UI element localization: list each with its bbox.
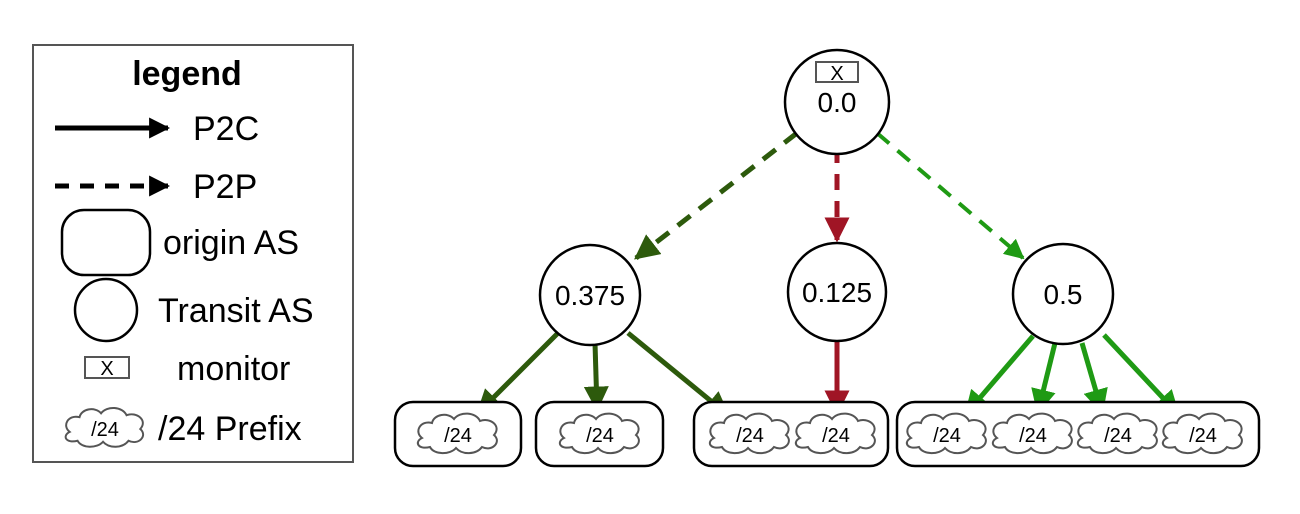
origin-as-sample — [60, 208, 152, 277]
legend-prefix-label: /24 Prefix — [158, 410, 302, 448]
edge-root-left-p2p — [634, 131, 799, 260]
prefix-cloud-3: /24 — [708, 412, 790, 455]
prefix-label-5: /24 — [933, 425, 961, 447]
legend-p2c-label: P2C — [193, 110, 259, 148]
prefix-cloud-4: /24 — [794, 412, 876, 455]
prefix-cloud-5: /24 — [905, 412, 987, 455]
legend-monitor-symbol: X — [100, 358, 113, 380]
transit-as-sample — [73, 277, 139, 343]
prefix-cloud-2: /24 — [558, 412, 640, 455]
prefix-cloud-6: /24 — [991, 412, 1073, 455]
edge-root-right-p2p — [875, 131, 1025, 260]
legend-title: legend — [132, 55, 242, 93]
root-monitor-icon — [815, 61, 859, 83]
prefix-cloud-7: /24 — [1076, 412, 1158, 455]
node-left: 0.375 — [538, 243, 642, 347]
node-right: 0.5 — [1011, 242, 1115, 346]
legend-origin-as-label: origin AS — [163, 224, 299, 262]
edge-left-prefix1 — [476, 331, 560, 415]
prefix-cloud-8: /24 — [1161, 412, 1243, 455]
prefix-label-1: /24 — [444, 425, 472, 447]
root-monitor-symbol: X — [830, 63, 843, 85]
node-right-label: 0.5 — [1044, 279, 1083, 310]
prefix-label-4: /24 — [822, 425, 850, 447]
node-middle-label: 0.125 — [802, 277, 872, 308]
node-root-label: 0.0 — [818, 87, 857, 118]
node-middle: 0.125 — [786, 241, 888, 343]
prefix-label-8: /24 — [1189, 425, 1217, 447]
edge-left-prefix2 — [583, 342, 609, 412]
legend-transit-as-label: Transit AS — [158, 292, 314, 330]
edge-right-prefix3 — [1079, 342, 1108, 415]
node-left-label: 0.375 — [555, 280, 625, 311]
prefix-label-6: /24 — [1019, 425, 1047, 447]
legend-p2p-label: P2P — [193, 168, 257, 206]
node-root: X 0.0 — [783, 48, 891, 156]
legend-monitor-label: monitor — [177, 350, 290, 388]
monitor-icon — [84, 356, 130, 379]
prefix-label-2: /24 — [586, 425, 614, 447]
prefix-label-3: /24 — [736, 425, 764, 447]
legend-box: legend P2C P2P origin AS Transit AS X mo… — [32, 44, 354, 463]
legend-prefix-symbol: /24 — [91, 419, 119, 441]
prefix-cloud-1: /24 — [416, 412, 498, 455]
edge-right-prefix2 — [1031, 342, 1058, 415]
prefix-label-7: /24 — [1104, 425, 1132, 447]
